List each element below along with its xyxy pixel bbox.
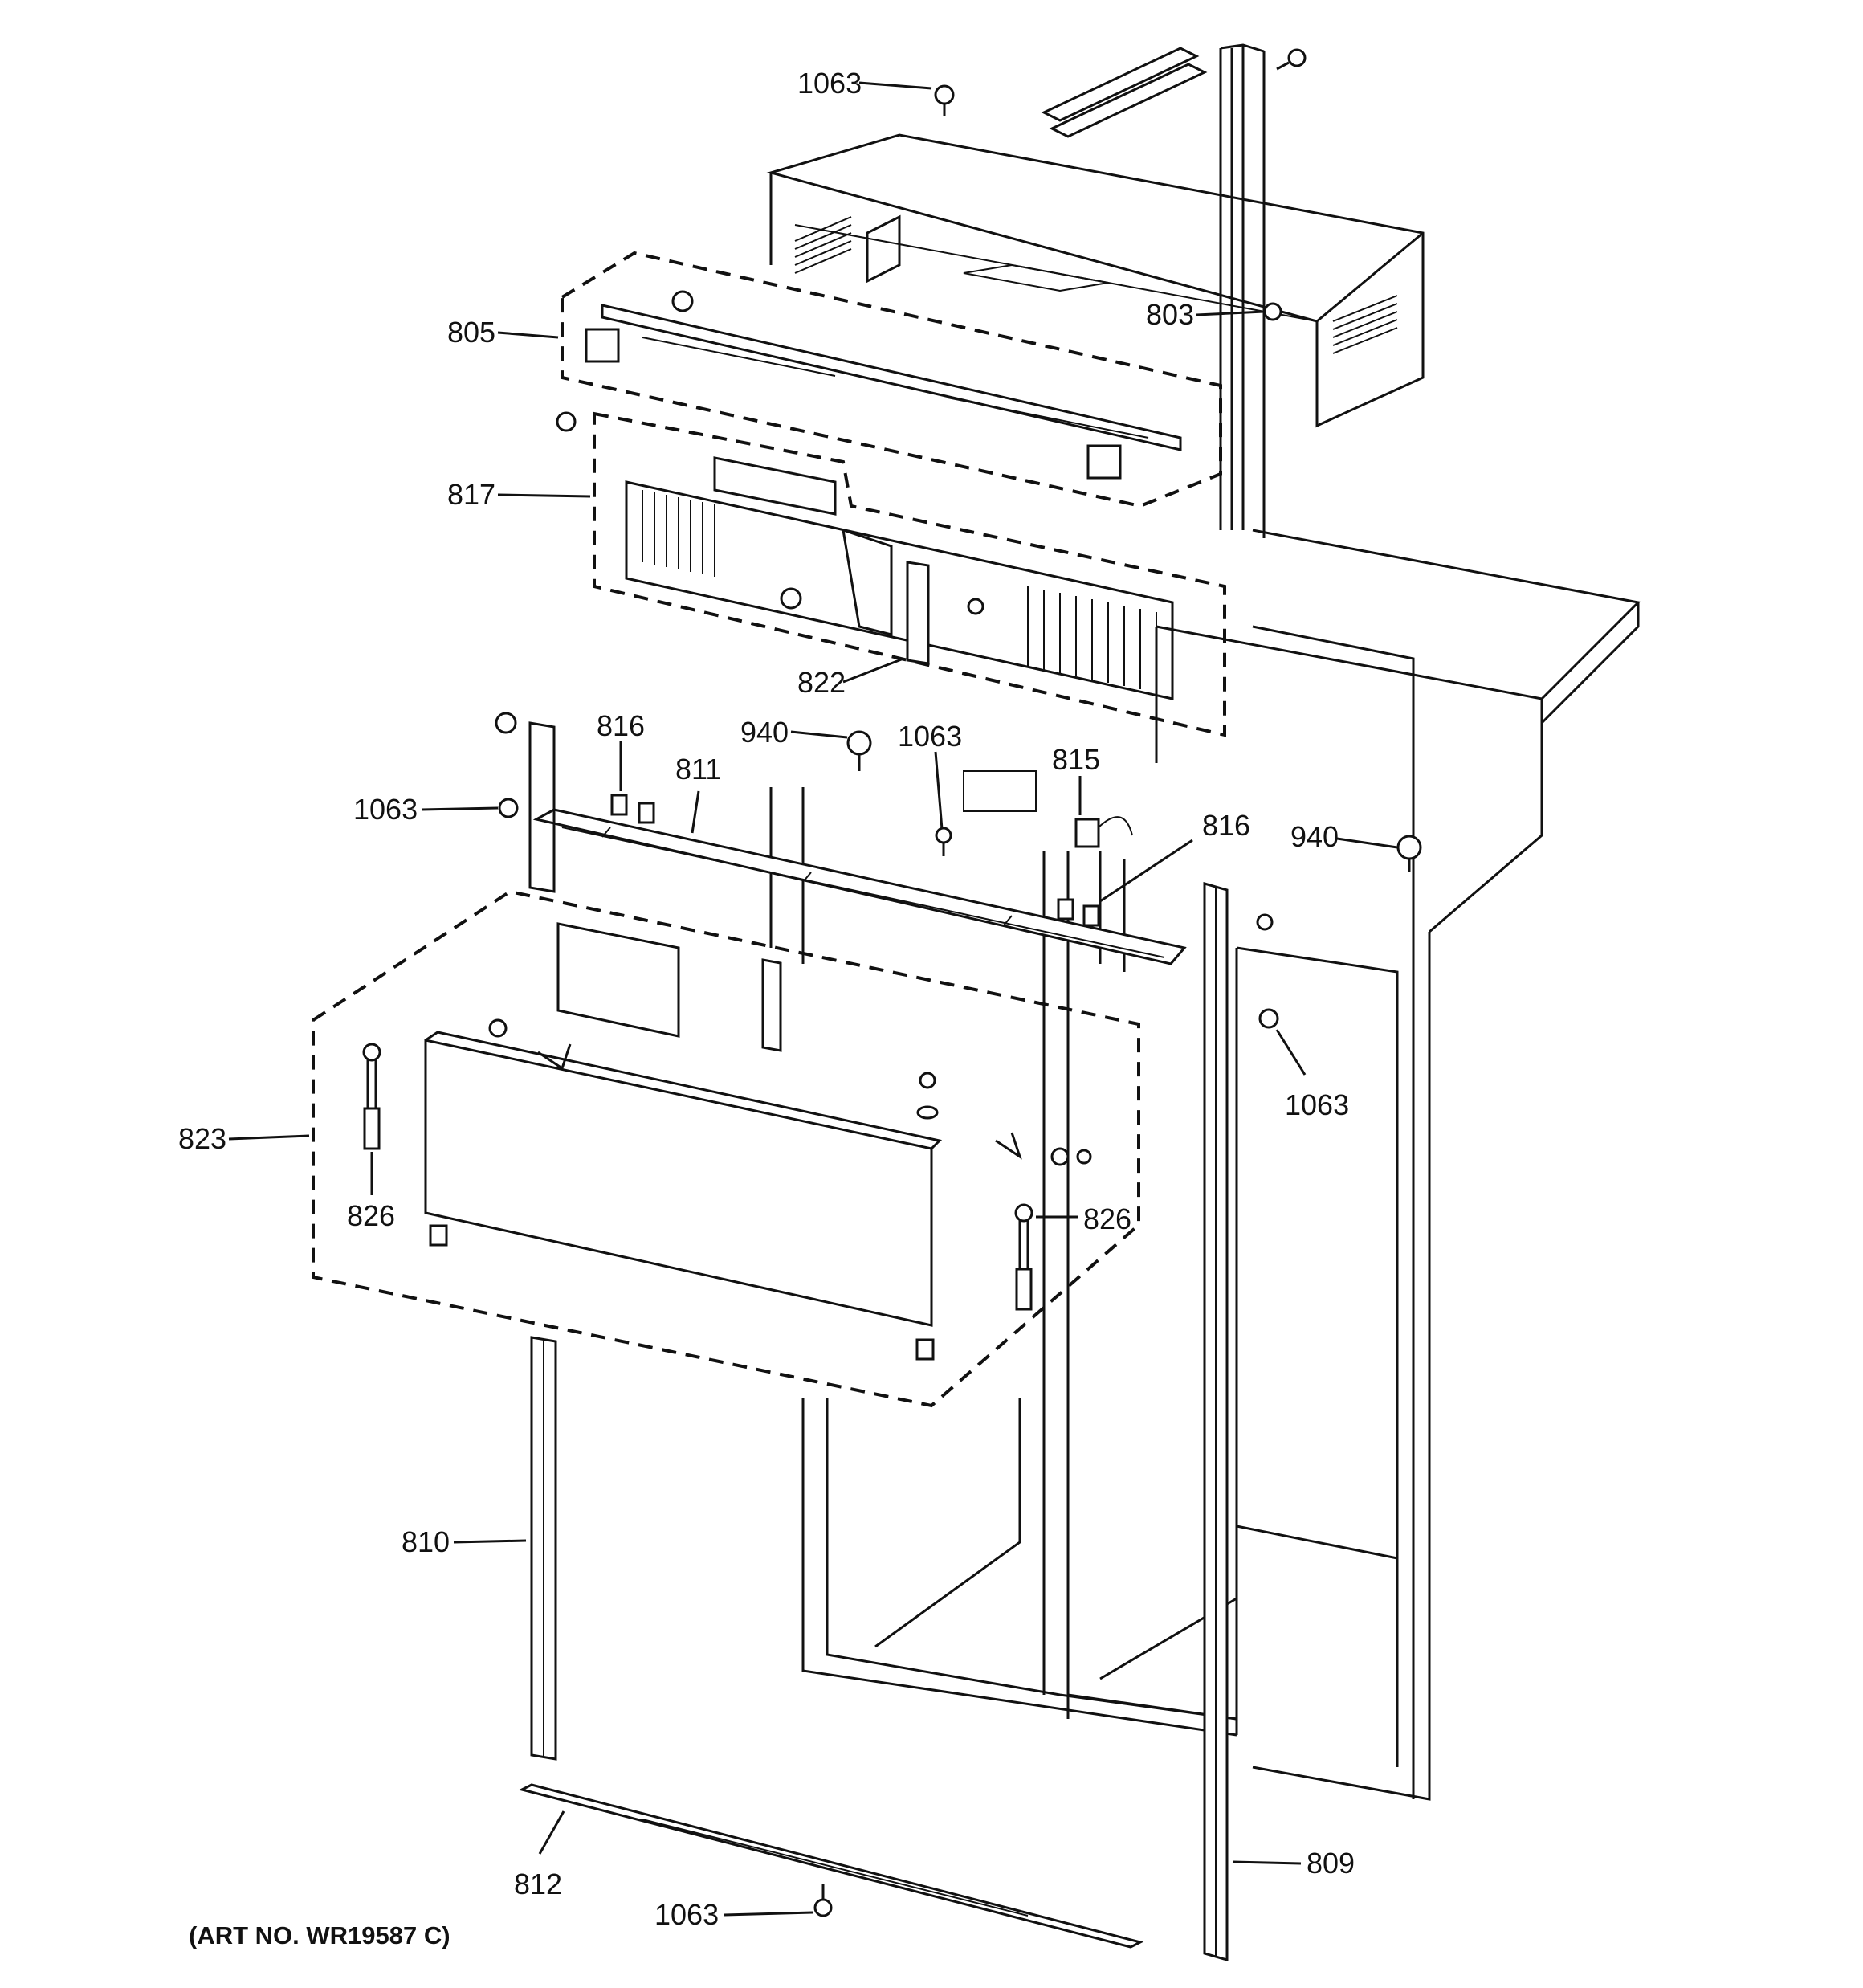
screw-1063-left xyxy=(498,798,519,818)
part-810-rail xyxy=(530,1336,557,1761)
callout-811: 811 xyxy=(675,753,721,786)
screw-1063-top xyxy=(934,84,955,116)
group-823 xyxy=(312,889,1140,1408)
callout-826-left: 826 xyxy=(347,1199,395,1232)
callout-809: 809 xyxy=(1307,1847,1355,1880)
art-number: (ART NO. WR19587 C) xyxy=(189,1921,450,1949)
group-805 xyxy=(561,251,1222,508)
gas-strut-right xyxy=(1014,1203,1033,1311)
housing-vent-left xyxy=(794,216,852,274)
left-upper-strip xyxy=(495,712,556,893)
screw-803 xyxy=(1263,302,1282,321)
callout-823: 823 xyxy=(178,1122,226,1155)
screw-1063-bottom xyxy=(813,1884,833,1917)
callout-817: 817 xyxy=(447,478,495,511)
callout-1063-bottom: 1063 xyxy=(654,1898,719,1931)
top-screw xyxy=(1276,48,1307,71)
part-811-bar xyxy=(532,808,1187,965)
clips-816-right xyxy=(1057,898,1100,927)
grille-right-slots xyxy=(1027,586,1157,692)
group-817 xyxy=(556,411,1226,737)
housing-vent-right xyxy=(1332,295,1398,354)
screw-940-left xyxy=(846,730,872,771)
clips-816-left xyxy=(610,794,655,824)
hinge-left xyxy=(488,1018,572,1071)
callout-1063-left: 1063 xyxy=(353,793,418,826)
part-809-rail xyxy=(1203,882,1279,1961)
upper-housing xyxy=(766,133,1425,428)
callout-1063-right: 1063 xyxy=(1285,1088,1349,1121)
part-822-strip xyxy=(906,561,930,665)
top-brace xyxy=(1041,47,1208,138)
gas-strut-left xyxy=(362,1043,381,1150)
callout-816-left: 816 xyxy=(597,709,645,742)
callout-822: 822 xyxy=(797,666,846,699)
top-post xyxy=(1219,43,1266,538)
callout-940-right: 940 xyxy=(1290,820,1339,853)
callout-816-right: 816 xyxy=(1202,809,1250,842)
leader-lines xyxy=(228,81,1398,1917)
part-812-rail xyxy=(518,1783,1144,1949)
callout-826-right: 826 xyxy=(1083,1202,1131,1235)
grille-left-slots xyxy=(642,490,715,577)
callout-812: 812 xyxy=(514,1868,562,1900)
callout-1063-top: 1063 xyxy=(797,67,862,100)
callout-815: 815 xyxy=(1052,743,1100,776)
screw-1063-mid xyxy=(935,827,952,856)
screw-940-right xyxy=(1396,835,1422,872)
callout-1063-mid: 1063 xyxy=(898,720,962,753)
callout-803: 803 xyxy=(1146,298,1194,331)
switch-815 xyxy=(1074,816,1133,848)
callout-805: 805 xyxy=(447,316,495,349)
callout-labels: 1063 803 805 817 822 816 940 1063 815 81… xyxy=(178,67,1355,1931)
callout-810: 810 xyxy=(402,1525,450,1558)
callout-940-left: 940 xyxy=(740,716,789,749)
hinge-right xyxy=(995,1132,1092,1166)
